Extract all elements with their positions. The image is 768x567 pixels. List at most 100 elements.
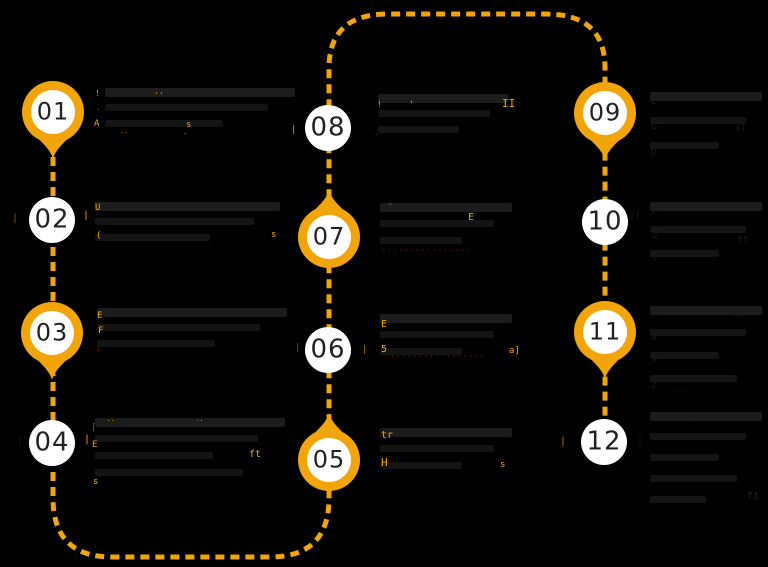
text-fragment: ..: [196, 416, 204, 423]
text-fragment: E: [381, 319, 388, 330]
step-label-placeholder-08: [378, 94, 508, 142]
text-fragment: |: [560, 436, 567, 447]
ghost-text-line: [95, 218, 254, 225]
text-fragment: C: [651, 309, 658, 320]
step-label-placeholder-11: [650, 306, 762, 398]
text-fragment: ft: [249, 449, 262, 460]
step-node-08: [305, 105, 351, 151]
ghost-text-line: [650, 92, 762, 101]
text-fragment: a]: [735, 123, 746, 133]
ghost-text-line: [105, 120, 223, 127]
text-fragment: |: [295, 343, 301, 353]
text-fragment: E: [97, 311, 103, 321]
text-fragment: s: [500, 460, 506, 470]
ghost-text-line: [97, 308, 287, 317]
ghost-text-line: [95, 418, 285, 427]
text-fragment: [: [91, 423, 97, 433]
text-fragment: Z: [651, 380, 658, 391]
text-fragment: A: [94, 119, 100, 129]
text-fragment: -: [183, 130, 188, 138]
text-fragment: '': [154, 91, 164, 100]
step-node-01: [20, 79, 86, 175]
ghost-text-line: [380, 445, 494, 452]
step-number-06: 06: [310, 334, 346, 365]
step-node-07: [296, 178, 362, 274]
ghost-text-line: [378, 126, 459, 133]
ghost-text-line: [95, 234, 210, 241]
step-label-placeholder-07: [380, 203, 512, 254]
text-fragment: --: [120, 129, 129, 137]
text-fragment: s: [271, 230, 277, 240]
text-fragment: |: [84, 434, 91, 445]
pin-marker-icon: [298, 413, 360, 491]
text-fragment: s: [186, 120, 192, 130]
step-number-11: 11: [588, 317, 622, 346]
text-fragment: ··················: [385, 353, 487, 360]
ghost-text-line: [95, 435, 258, 442]
text-fragment: |: [362, 345, 368, 355]
text-fragment: D: [651, 147, 658, 158]
step-node-09: [572, 80, 638, 176]
text-fragment: -...-: [684, 414, 706, 422]
step-number-02: 02: [34, 204, 70, 235]
step-node-06: [305, 327, 351, 373]
text-fragment: U: [95, 203, 101, 213]
text-fragment: |: [291, 125, 297, 135]
pin-marker-icon: [22, 81, 84, 159]
text-fragment: ·: [374, 131, 379, 139]
text-fragment: H: [381, 456, 388, 469]
pin-marker-icon: [574, 82, 636, 160]
text-fragment: E: [92, 440, 98, 450]
step-number-04: 04: [34, 427, 70, 458]
step-node-02: [29, 197, 75, 243]
ghost-text-line: [650, 226, 746, 233]
step-label-placeholder-04: [95, 418, 285, 486]
step-number-07: 07: [312, 222, 346, 251]
text-fragment: a]: [734, 310, 745, 320]
text-fragment: |: [12, 213, 19, 224]
ghost-text-line: [650, 202, 762, 211]
text-fragment: ft: [737, 235, 750, 246]
text-fragment: 9: [651, 354, 658, 365]
text-fragment: ················: [382, 247, 472, 254]
ghost-text-line: [380, 203, 512, 212]
ghost-text-line: [105, 104, 268, 111]
text-fragment: F: [652, 206, 659, 217]
ghost-text-line: [380, 348, 462, 355]
step-label-placeholder-05: [380, 428, 512, 479]
step-number-09: 09: [588, 98, 622, 127]
flow-connector-path: [50, 11, 608, 560]
ghost-text-line: [380, 314, 512, 323]
text-fragment: 5: [381, 344, 388, 355]
step-label-placeholder-02: [95, 202, 280, 250]
text-fragment: s: [93, 477, 99, 487]
ghost-text-line: [380, 462, 462, 469]
text-fragment: |: [83, 210, 90, 221]
step-node-11: [572, 299, 638, 395]
pin-marker-icon: [574, 301, 636, 379]
text-fragment: -: [672, 501, 677, 510]
text-fragment: ·: [96, 105, 101, 114]
ghost-text-line: [650, 433, 746, 440]
text-fragment: !: [377, 100, 382, 109]
ghost-text-line: [380, 428, 512, 437]
ghost-text-line: [650, 117, 746, 124]
text-fragment: |(: [629, 210, 642, 221]
ghost-text-line: [650, 475, 737, 482]
text-fragment: (: [96, 231, 102, 241]
step-node-05: [296, 401, 362, 497]
text-fragment: !: [95, 89, 100, 98]
ghost-text-line: [650, 329, 746, 336]
step-node-04: [29, 420, 75, 466]
pin-marker-icon: [298, 190, 360, 268]
step-label-placeholder-09: [650, 92, 762, 167]
text-fragment: ·: [96, 346, 101, 355]
ghost-text-line: [105, 88, 295, 97]
ghost-text-line: [97, 324, 260, 331]
step-node-12: [581, 419, 627, 465]
text-fragment: II: [502, 97, 516, 110]
ghost-text-line: [650, 306, 762, 315]
ghost-text-line: [380, 237, 462, 244]
ghost-text-line: [650, 250, 719, 257]
